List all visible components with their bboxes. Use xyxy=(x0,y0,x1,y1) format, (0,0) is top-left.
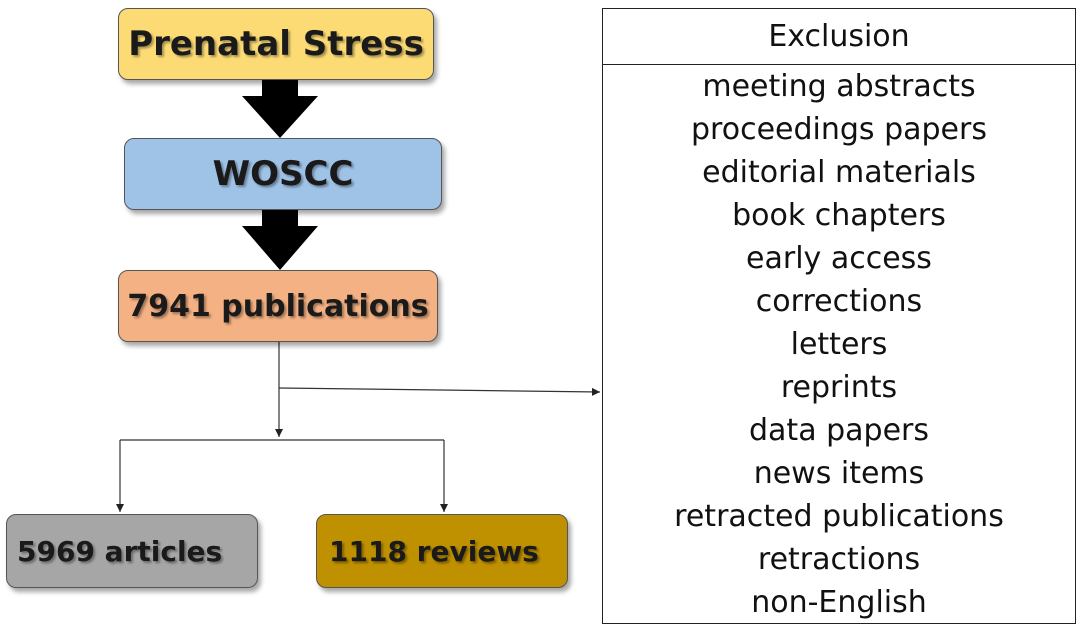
woscc-label: WOSCC xyxy=(212,154,354,194)
publications-box: 7941 publications xyxy=(118,270,438,342)
block-arrow-woscc-to-publications xyxy=(242,210,318,270)
exclusion-item: book chapters xyxy=(732,198,946,233)
exclusion-item: letters xyxy=(790,327,888,362)
exclusion-item: retracted publications xyxy=(674,499,1004,534)
publications-label: 7941 publications xyxy=(127,288,429,324)
block-arrow-prenatal-to-woscc xyxy=(242,80,318,138)
exclusion-list: meeting abstracts proceedings papers edito… xyxy=(603,65,1075,624)
exclusion-item: early access xyxy=(746,241,932,276)
exclusion-item: retractions xyxy=(757,542,921,577)
connector-to-exclusion xyxy=(278,387,601,396)
exclusion-item: corrections xyxy=(755,284,923,319)
reviews-label: 1118 reviews xyxy=(329,534,539,568)
prenatal-stress-box: Prenatal Stress xyxy=(118,8,434,80)
exclusion-item: non-English xyxy=(751,585,927,620)
exclusion-item: data papers xyxy=(749,413,929,448)
articles-box: 5969 articles xyxy=(6,514,258,588)
exclusion-title: Exclusion xyxy=(603,9,1075,65)
articles-label: 5969 articles xyxy=(17,534,223,568)
prenatal-stress-label: Prenatal Stress xyxy=(128,24,424,64)
exclusion-panel: Exclusion meeting abstracts proceedings p… xyxy=(602,8,1076,624)
woscc-box: WOSCC xyxy=(124,138,442,210)
exclusion-item: news items xyxy=(753,456,925,491)
reviews-box: 1118 reviews xyxy=(316,514,568,588)
exclusion-item: reprints xyxy=(780,370,898,405)
exclusion-item: proceedings papers xyxy=(691,112,987,147)
exclusion-item: meeting abstracts xyxy=(702,69,976,104)
exclusion-item: editorial materials xyxy=(702,155,976,190)
